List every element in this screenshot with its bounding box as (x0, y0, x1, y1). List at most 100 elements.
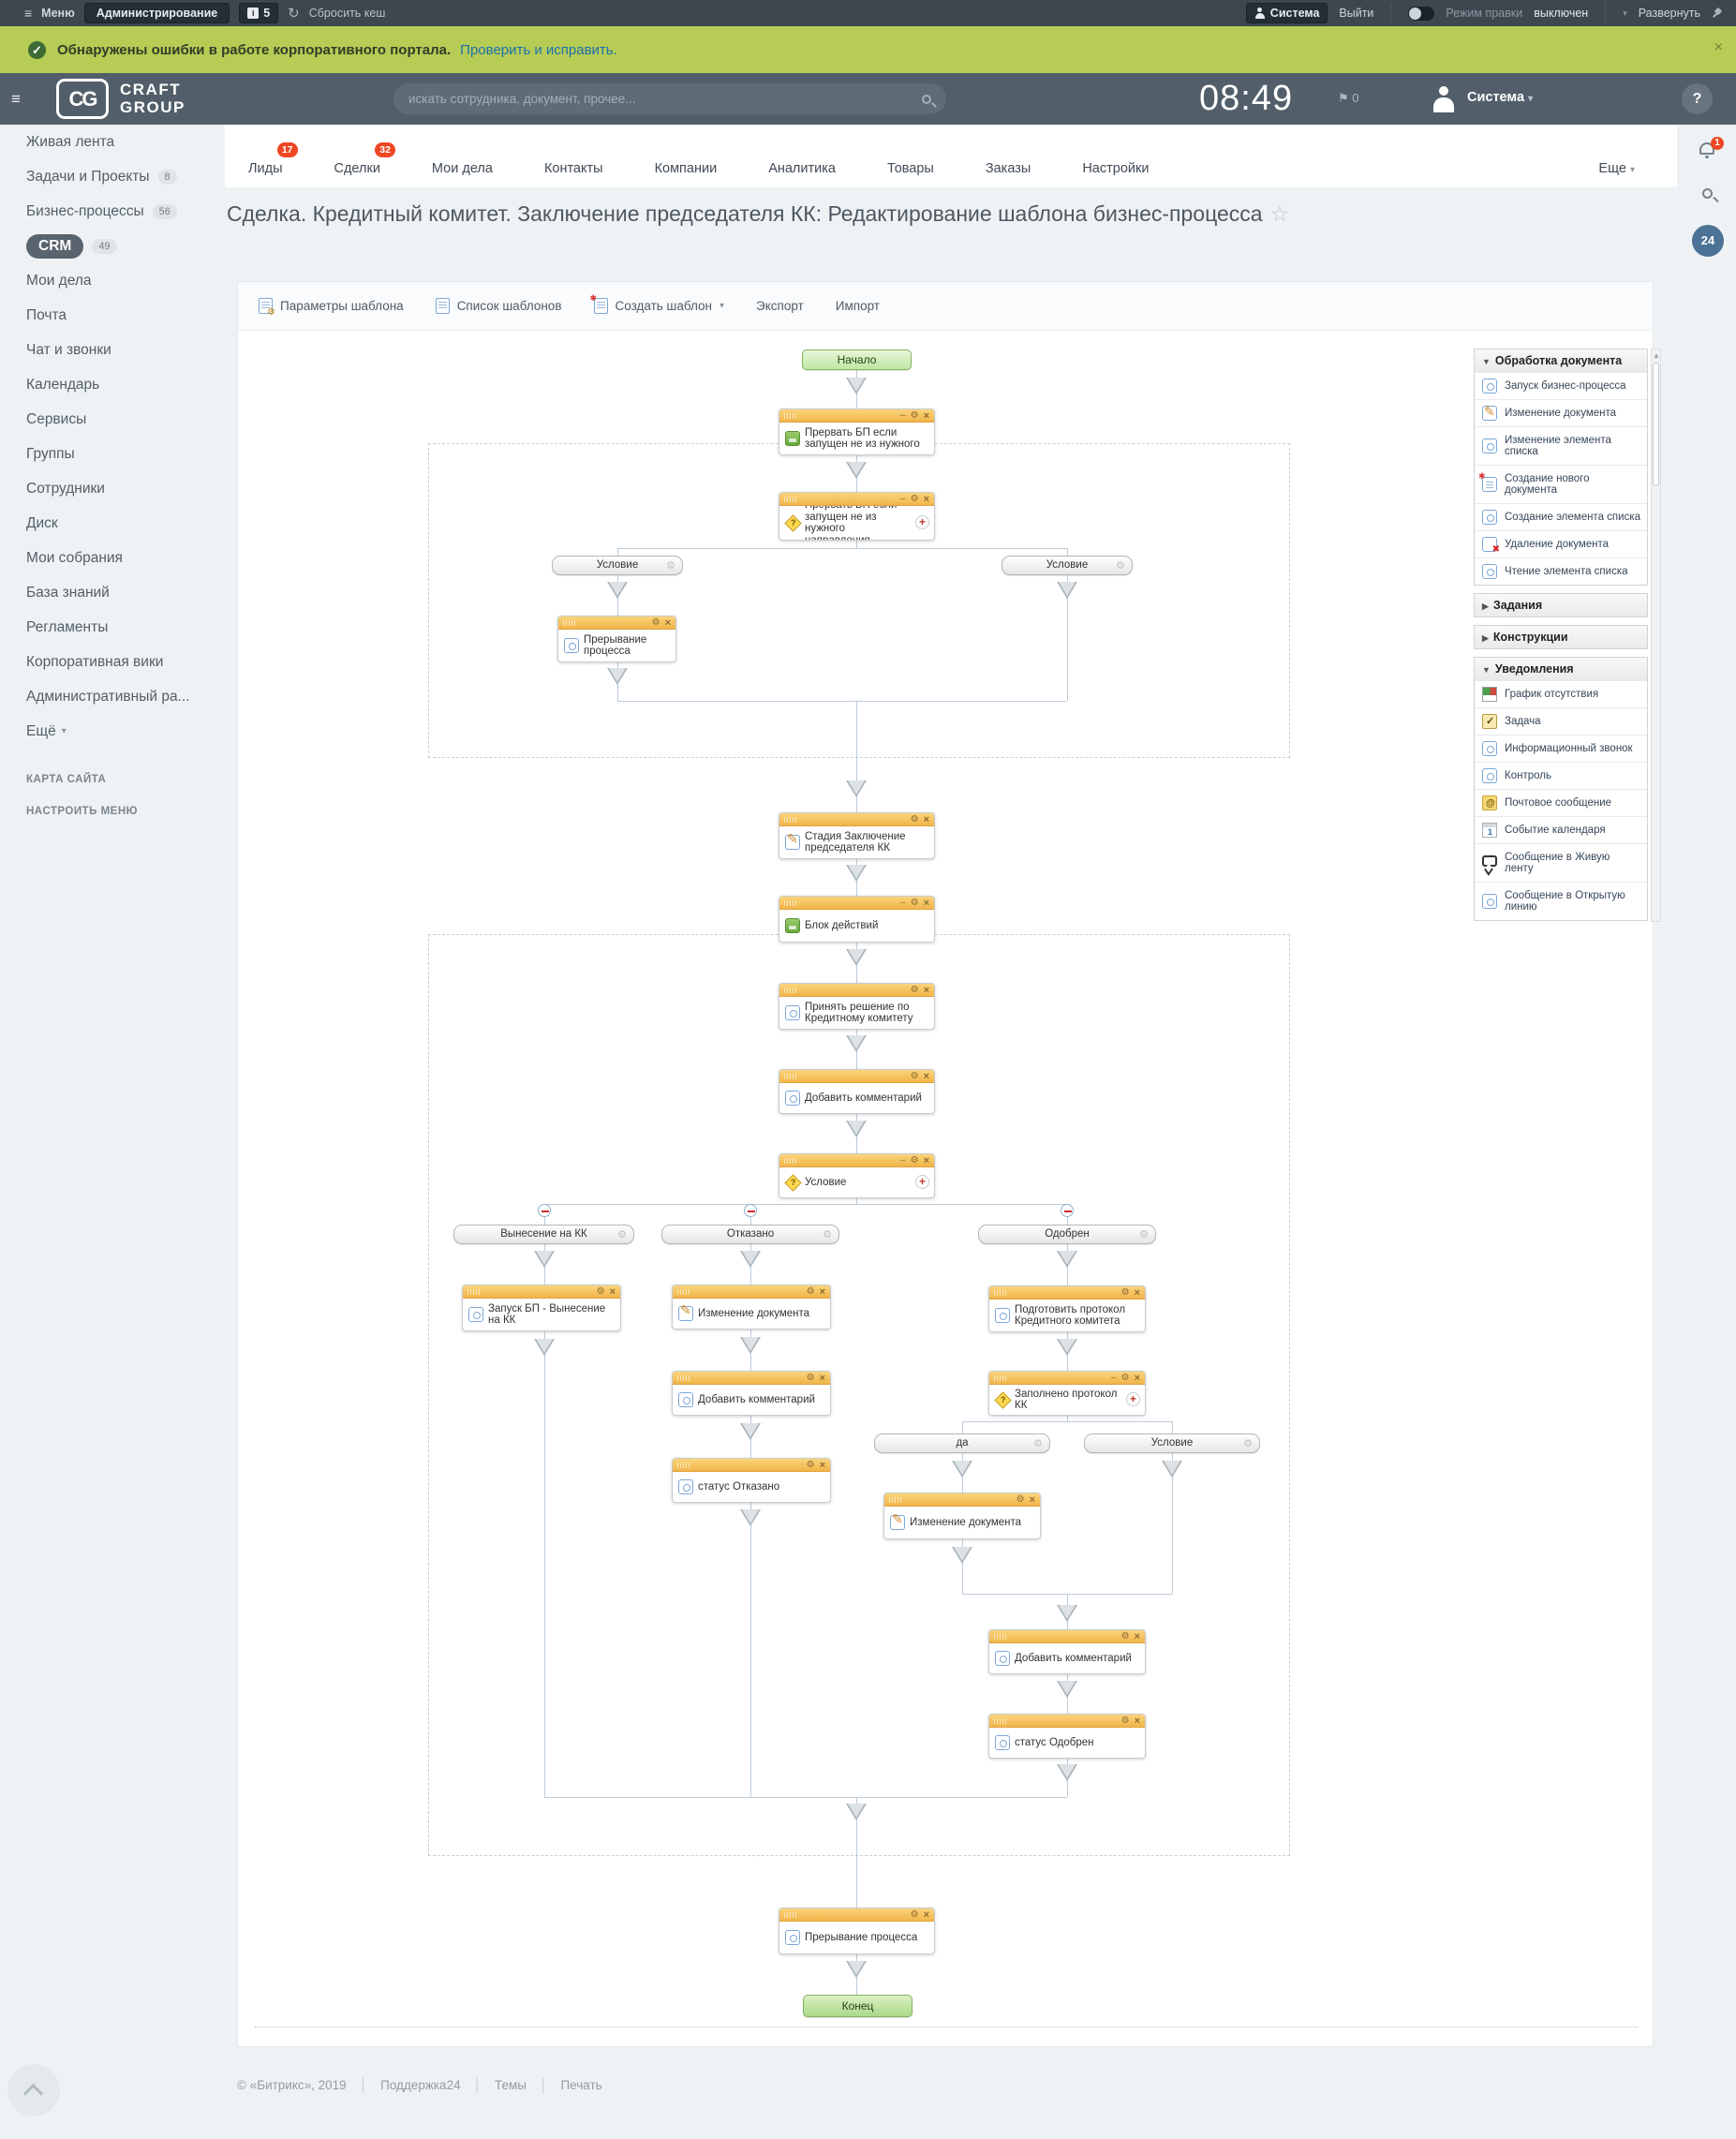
drag-grip-icon[interactable] (784, 900, 796, 906)
minimize-icon[interactable]: – (1111, 1373, 1117, 1383)
node-titlebar[interactable]: –⚙× (989, 1372, 1145, 1385)
header-menu-icon[interactable]: ≡ (11, 90, 21, 108)
minimize-icon[interactable]: – (900, 494, 906, 504)
topbar-menu-label[interactable]: Меню (41, 7, 75, 20)
sidebar-item-живая-лента[interactable]: Живая лента (0, 125, 225, 159)
nav-tab-заказы[interactable]: Заказы (986, 161, 1031, 176)
close-icon[interactable]: × (923, 985, 929, 996)
close-icon[interactable]: × (1134, 1373, 1140, 1384)
rail-search-icon[interactable] (1702, 188, 1713, 199)
branch-box-условие[interactable]: Условие⚙ (1084, 1433, 1260, 1453)
drag-grip-icon[interactable] (784, 1912, 796, 1918)
sidebar-item-мои-собрания[interactable]: Мои собрания (0, 541, 225, 575)
nav-tab-компании[interactable]: Компании (655, 161, 718, 176)
palette-item-график-отсутствия[interactable]: График отсутствия (1475, 680, 1647, 707)
drag-grip-icon[interactable] (677, 1375, 690, 1381)
activity-node-заполнено-протокол-кк[interactable]: –⚙×Заполнено протокол КК+ (988, 1371, 1146, 1416)
activity-node-изменение-документа[interactable]: ⚙×Изменение документа (883, 1493, 1041, 1539)
gear-icon[interactable]: ⚙ (823, 1229, 832, 1240)
sidebar-footer-link[interactable]: НАСТРОИТЬ МЕНЮ (26, 806, 138, 817)
palette-item-информационный-звонок[interactable]: Информационный звонок (1475, 735, 1647, 762)
palette-item-сообщение-в-живую-ленту[interactable]: Сообщение в Живую ленту (1475, 843, 1647, 882)
administration-button[interactable]: Администрирование (83, 3, 230, 23)
gear-icon[interactable]: ⚙ (1243, 1438, 1253, 1449)
gear-icon[interactable]: ⚙ (617, 1229, 627, 1240)
close-icon[interactable]: × (1029, 1494, 1035, 1506)
sidebar-footer-link[interactable]: КАРТА САЙТА (26, 774, 107, 785)
toolbar-button-список-шаблонов[interactable]: Список шаблонов (435, 298, 562, 314)
gear-icon[interactable]: ⚙ (910, 494, 919, 504)
close-icon[interactable]: × (923, 494, 929, 505)
node-titlebar[interactable]: –⚙× (779, 409, 934, 423)
drag-grip-icon[interactable] (784, 1158, 796, 1164)
sidebar-item-база-знаний[interactable]: База знаний (0, 575, 225, 610)
nav-tab-товары[interactable]: Товары (887, 161, 934, 176)
branch-box-да[interactable]: да⚙ (874, 1433, 1050, 1453)
close-icon[interactable]: × (923, 1071, 929, 1082)
node-titlebar[interactable]: ⚙× (779, 1070, 934, 1083)
system-user-button[interactable]: Система (1245, 3, 1328, 23)
minimize-icon[interactable]: – (900, 410, 906, 421)
activity-node-прерывание-процесса[interactable]: ⚙×Прерывание процесса (779, 1908, 935, 1954)
drag-grip-icon[interactable] (677, 1463, 690, 1468)
drag-grip-icon[interactable] (563, 620, 575, 626)
global-search-input[interactable]: искать сотрудника, документ, прочее... (393, 83, 946, 114)
drag-grip-icon[interactable] (784, 497, 796, 502)
palette-section-header[interactable]: ▶Конструкции (1475, 626, 1647, 648)
branch-box-одобрен[interactable]: Одобрен⚙ (978, 1225, 1156, 1244)
node-titlebar[interactable]: ⚙× (989, 1286, 1145, 1300)
drag-grip-icon[interactable] (784, 988, 796, 993)
palette-scrollbar[interactable]: ▲ (1651, 349, 1661, 922)
flag-counter[interactable]: ⚑ 0 (1338, 91, 1359, 105)
gear-icon[interactable]: ⚙ (1120, 1631, 1130, 1641)
node-titlebar[interactable]: ⚙× (673, 1372, 830, 1385)
palette-item-событие-календаря[interactable]: Событие календаря (1475, 816, 1647, 843)
expand-button[interactable]: Развернуть (1638, 7, 1700, 20)
gear-icon[interactable]: ⚙ (651, 617, 660, 628)
palette-item-изменение-элемента-списка[interactable]: Изменение элемента списка (1475, 426, 1647, 465)
node-titlebar[interactable]: ⚙× (558, 616, 675, 630)
sidebar-item-административный-ра-[interactable]: Административный ра... (0, 679, 225, 714)
gear-icon[interactable]: ⚙ (1139, 1229, 1149, 1240)
drag-grip-icon[interactable] (889, 1497, 901, 1503)
sidebar-item-диск[interactable]: Диск (0, 506, 225, 541)
logout-button[interactable]: Выйти (1339, 7, 1374, 20)
gear-icon[interactable]: ⚙ (1120, 1716, 1130, 1726)
drag-grip-icon[interactable] (467, 1289, 480, 1295)
toolbar-button-параметры-шаблона[interactable]: Параметры шаблона (259, 298, 404, 318)
scroll-up-icon[interactable]: ▲ (1653, 351, 1660, 360)
close-icon[interactable]: × (819, 1460, 825, 1471)
drag-grip-icon[interactable] (677, 1289, 690, 1295)
collapse-branch-icon[interactable] (744, 1204, 757, 1217)
close-icon[interactable]: × (819, 1286, 825, 1298)
user-avatar[interactable] (1429, 83, 1459, 113)
sidebar-item-регламенты[interactable]: Регламенты (0, 610, 225, 645)
footer-link-темы[interactable]: Темы (495, 2078, 527, 2092)
gear-icon[interactable]: ⚙ (806, 1286, 815, 1297)
palette-item-сообщение-в-открытую-линию[interactable]: Сообщение в Открытую линию (1475, 882, 1647, 920)
palette-item-запуск-бизнес-процесса[interactable]: Запуск бизнес-процесса (1475, 372, 1647, 399)
node-titlebar[interactable]: ⚙× (779, 813, 934, 826)
activity-node-подготовить-протокол-кредитного-комитета[interactable]: ⚙×Подготовить протокол Кредитного комите… (988, 1285, 1146, 1332)
palette-item-чтение-элемента-списка[interactable]: Чтение элемента списка (1475, 557, 1647, 585)
sidebar-item-сотрудники[interactable]: Сотрудники (0, 471, 225, 506)
gear-icon[interactable]: ⚙ (806, 1460, 815, 1470)
node-titlebar[interactable]: ⚙× (779, 984, 934, 997)
activity-node-стадия-заключение-председателя-кк[interactable]: ⚙×Стадия Заключение председателя КК (779, 812, 935, 859)
toolbar-button-создать-шаблон[interactable]: Создать шаблон▾ (590, 293, 724, 314)
palette-section-header[interactable]: ▼Уведомления (1475, 658, 1647, 680)
activity-node-статус-отказано[interactable]: ⚙×статус Отказано (672, 1458, 831, 1503)
drag-grip-icon[interactable] (994, 1634, 1006, 1640)
close-icon[interactable]: × (1714, 39, 1723, 55)
activity-node-блок-действий[interactable]: –⚙×Блок действий (779, 896, 935, 943)
drag-grip-icon[interactable] (994, 1375, 1006, 1381)
minimize-icon[interactable]: – (900, 898, 906, 908)
pin-icon[interactable] (1712, 8, 1721, 18)
gear-icon[interactable]: ⚙ (806, 1373, 815, 1383)
branch-box-отказано[interactable]: Отказано⚙ (661, 1225, 839, 1244)
